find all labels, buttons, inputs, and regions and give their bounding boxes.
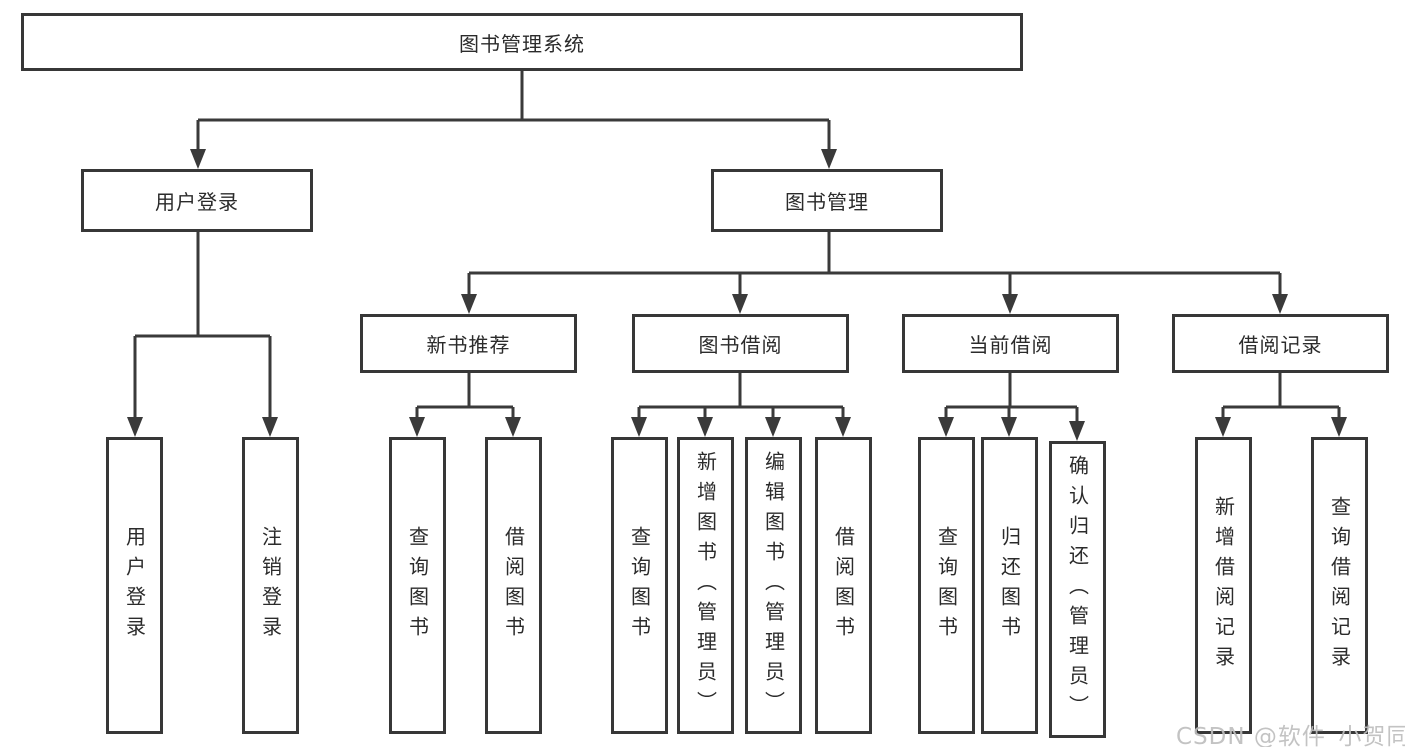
- node-confirm-return-admin: 确认归还（管理员）: [1049, 441, 1106, 738]
- node-add-books-admin: 新增图书（管理员）: [677, 437, 734, 734]
- node-query-books-borrow: 查询图书: [611, 437, 668, 734]
- node-return-books: 归还图书: [981, 437, 1038, 734]
- node-user-login-branch: 用户登录: [81, 169, 313, 232]
- node-query-borrow-record: 查询借阅记录: [1311, 437, 1368, 734]
- node-book-borrowing: 图书借阅: [632, 314, 849, 373]
- node-logout: 注销登录: [242, 437, 299, 734]
- node-borrow-books-recommend: 借阅图书: [485, 437, 542, 734]
- csdn-watermark: CSDN @软件_小贺同学: [1176, 724, 1405, 747]
- node-new-book-recommend: 新书推荐: [360, 314, 577, 373]
- node-current-borrowing: 当前借阅: [902, 314, 1119, 373]
- node-user-login-leaf: 用户登录: [106, 437, 163, 734]
- node-book-management-branch: 图书管理: [711, 169, 943, 232]
- node-borrowing-records: 借阅记录: [1172, 314, 1389, 373]
- node-borrow-books: 借阅图书: [815, 437, 872, 734]
- node-query-books-recommend: 查询图书: [389, 437, 446, 734]
- node-query-books-current: 查询图书: [918, 437, 975, 734]
- node-add-borrow-record: 新增借阅记录: [1195, 437, 1252, 734]
- node-edit-books-admin: 编辑图书（管理员）: [745, 437, 802, 734]
- node-library-system: 图书管理系统: [21, 13, 1023, 71]
